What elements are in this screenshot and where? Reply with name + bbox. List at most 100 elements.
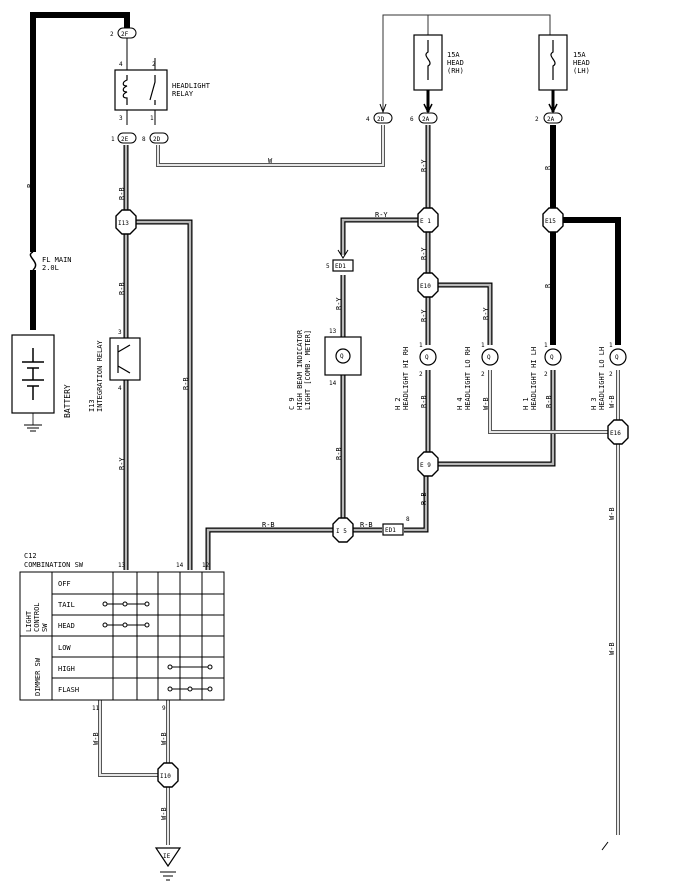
fuse-head-lh: 15A HEAD (LH) — [538, 34, 590, 114]
svg-text:HEADLIGHT HI RH: HEADLIGHT HI RH — [402, 347, 410, 410]
svg-text:E16: E16 — [610, 430, 621, 437]
light-control-label-1: LIGHT — [25, 610, 33, 632]
svg-text:11: 11 — [92, 705, 100, 712]
svg-text:1: 1 — [419, 342, 423, 349]
headlight-relay-label-1: HEADLIGHT — [172, 82, 211, 90]
connector-2D-right: 2D 4 — [366, 103, 393, 124]
svg-text:W-B: W-B — [160, 732, 168, 745]
svg-text:13: 13 — [329, 328, 337, 335]
svg-text:3: 3 — [119, 115, 123, 122]
fl-main-label-1: FL MAIN — [42, 256, 72, 264]
svg-text:R: R — [544, 283, 552, 288]
svg-text:R-B: R-B — [118, 282, 126, 295]
wire-combo12-to-i5 — [205, 527, 333, 570]
junction-E1: E 1 — [417, 207, 439, 233]
svg-text:E 1: E 1 — [420, 218, 431, 225]
svg-text:R-B: R-B — [360, 521, 373, 529]
switch-row-flash: FLASH — [58, 686, 79, 694]
light-control-label-3: SW — [41, 623, 49, 632]
svg-text:HEADLIGHT LO LH: HEADLIGHT LO LH — [598, 347, 606, 410]
svg-text:W-B: W-B — [608, 642, 616, 655]
switch-row-tail: TAIL — [58, 601, 75, 609]
junction-I10: I10 — [157, 762, 179, 788]
integration-relay: 3 4 I13 INTEGRATION RELAY — [88, 329, 141, 412]
svg-text:W-B: W-B — [160, 807, 168, 820]
integration-relay-label-2: INTEGRATION RELAY — [96, 340, 104, 412]
svg-text:2F: 2F — [121, 31, 129, 38]
svg-text:5: 5 — [326, 263, 330, 270]
svg-text:2: 2 — [152, 61, 156, 68]
svg-text:3: 3 — [118, 329, 122, 336]
svg-text:R-B: R-B — [182, 377, 190, 390]
svg-text:ED1: ED1 — [385, 527, 396, 534]
junction-I13: I13 — [115, 209, 137, 235]
junction-E15: E15 — [542, 207, 564, 233]
connector-2F: 2F 2 — [110, 27, 137, 39]
svg-text:4: 4 — [366, 116, 370, 123]
svg-text:4: 4 — [118, 385, 122, 392]
svg-text:1: 1 — [609, 342, 613, 349]
svg-text:Q: Q — [615, 354, 619, 361]
svg-text:6: 6 — [410, 116, 414, 123]
svg-text:Q: Q — [340, 353, 344, 360]
svg-text:2A: 2A — [422, 116, 430, 123]
svg-text:4: 4 — [119, 61, 123, 68]
junction-E10: E10 — [417, 272, 439, 298]
svg-text:R-Y: R-Y — [482, 307, 490, 320]
svg-text:C12: C12 — [24, 552, 37, 560]
wire-e1-to-ed1 — [340, 217, 418, 255]
headlight-lo-lh: Q 1 2 H 3 HEADLIGHT LO LH — [590, 342, 627, 410]
svg-text:E15: E15 — [545, 218, 556, 225]
svg-text:1: 1 — [481, 342, 485, 349]
connector-2A-lh: 2A 2 — [535, 112, 563, 124]
indicator-label-3: LIGHT [COMB. METER] — [304, 330, 312, 410]
connector-2A-rh: 2A 6 — [410, 112, 438, 124]
connector-2D-left: 2D 8 — [142, 132, 169, 144]
svg-text:2D: 2D — [153, 136, 161, 143]
svg-text:R-Y: R-Y — [335, 297, 343, 310]
continuation-mark — [601, 841, 609, 851]
svg-text:R-Y: R-Y — [118, 457, 126, 470]
light-control-label-2: CONTROL — [33, 602, 41, 632]
indicator-label-1: C 9 — [288, 397, 296, 410]
svg-text:H 3: H 3 — [590, 397, 598, 410]
svg-text:2: 2 — [481, 371, 485, 378]
svg-text:IE: IE — [163, 853, 171, 860]
ground-symbol-battery — [24, 424, 42, 432]
svg-text:15A: 15A — [447, 51, 460, 59]
svg-text:COMBINATION SW: COMBINATION SW — [24, 561, 84, 569]
wire-top-feed — [382, 14, 551, 110]
svg-text:E10: E10 — [420, 283, 431, 290]
svg-text:HEADLIGHT HI LH: HEADLIGHT HI LH — [530, 347, 538, 410]
connector-ED1-bottom: ED1 8 — [382, 516, 410, 536]
svg-text:R-B: R-B — [335, 447, 343, 460]
svg-text:2E: 2E — [121, 136, 129, 143]
svg-text:R-Y: R-Y — [420, 159, 428, 172]
svg-text:2: 2 — [609, 371, 613, 378]
svg-text:R-B: R-B — [545, 395, 553, 408]
ground-IE: IE — [154, 847, 182, 881]
svg-text:Q: Q — [550, 354, 554, 361]
svg-text:R-B: R-B — [420, 395, 428, 408]
svg-text:HEADLIGHT LO RH: HEADLIGHT LO RH — [464, 347, 472, 410]
indicator-label-2: HIGH BEAM INDICATOR — [296, 329, 304, 410]
svg-text:9: 9 — [162, 705, 166, 712]
headlight-hi-lh: Q 1 2 H 1 HEADLIGHT HI LH — [522, 342, 562, 410]
svg-text:H 1: H 1 — [522, 397, 530, 410]
fl-main-label-2: 2.0L — [42, 264, 59, 272]
svg-text:8: 8 — [406, 516, 410, 523]
svg-text:2D: 2D — [377, 116, 385, 123]
wire-color-labels: B R-B R-B R-Y R-B W R-Y R-Y R-Y R R R-Y … — [26, 157, 616, 820]
combination-switch: C12 COMBINATION SW 13 14 12 OFF TAIL HEA… — [19, 552, 225, 712]
svg-text:W-B: W-B — [482, 397, 490, 410]
svg-text:E 9: E 9 — [420, 462, 431, 469]
svg-text:(RH): (RH) — [447, 67, 464, 75]
headlight-lo-rh: Q 1 2 H 4 HEADLIGHT LO RH — [456, 342, 499, 410]
svg-text:R-B: R-B — [420, 492, 428, 505]
svg-text:1: 1 — [544, 342, 548, 349]
svg-text:I13: I13 — [118, 220, 129, 227]
integration-relay-label-1: I13 — [88, 399, 96, 412]
svg-text:R-B: R-B — [262, 521, 275, 529]
wire-combo11-to-i10 — [98, 700, 160, 777]
